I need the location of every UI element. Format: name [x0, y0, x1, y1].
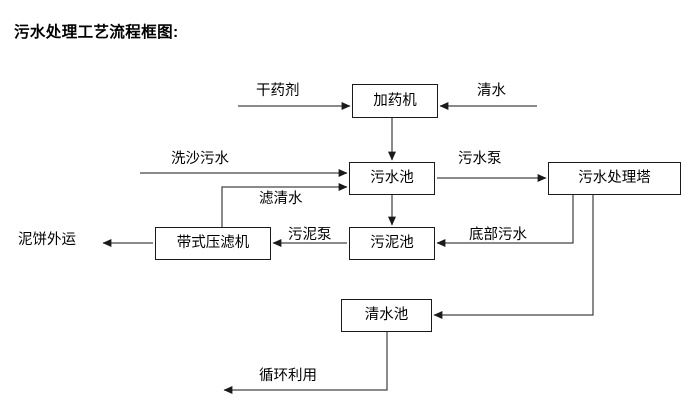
node-label: 清水池	[364, 307, 409, 324]
edge-label-recycle-reuse: 循环利用	[259, 368, 317, 384]
node-dosing-machine[interactable]: 加药机	[352, 84, 438, 118]
edge-label-clean-water: 清水	[477, 83, 506, 99]
node-sludge-pool[interactable]: 污泥池	[349, 227, 435, 260]
edge-label-sludge-pump: 污泥泵	[288, 227, 332, 243]
edge-label-sewage-pump: 污水泵	[458, 151, 502, 167]
node-label: 加药机	[373, 92, 417, 109]
node-label: 带式压滤机	[176, 235, 250, 252]
node-belt-filter-press[interactable]: 带式压滤机	[155, 227, 271, 260]
edge-label-bottom-sewage: 底部污水	[469, 227, 527, 243]
node-label: 污水处理塔	[578, 170, 651, 187]
node-label: 污水池	[370, 170, 414, 187]
edge-label-dry-reagent: 干药剂	[256, 83, 300, 99]
edge-tower-to-clearwater-pool	[433, 195, 594, 319]
edge-label-mud-cake-transport: 泥饼外运	[18, 232, 76, 248]
edge-label-sand-wash-water: 洗沙污水	[171, 151, 229, 167]
page-title: 污水处理工艺流程框图:	[14, 24, 179, 41]
node-treatment-tower[interactable]: 污水处理塔	[548, 162, 681, 195]
node-sewage-pool[interactable]: 污水池	[349, 162, 435, 195]
node-clearwater-pool[interactable]: 清水池	[341, 299, 432, 332]
edge-label-filtrate-water: 滤清水	[259, 191, 303, 207]
node-label: 污泥池	[370, 235, 414, 252]
